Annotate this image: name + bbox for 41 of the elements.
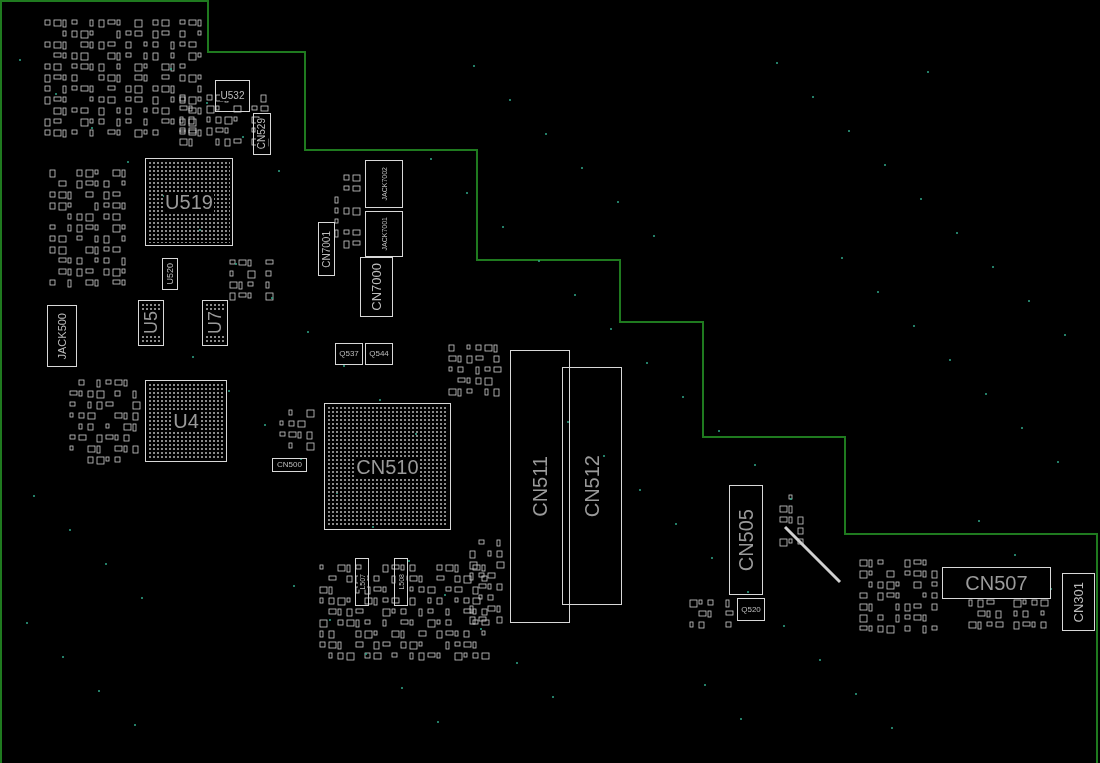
reference-designator: CN500: [276, 461, 303, 469]
connector-outline: [253, 113, 271, 155]
transistor-outline: [737, 598, 765, 621]
reference-designator: CN7001: [320, 230, 333, 268]
chip-outline: [138, 300, 164, 346]
reference-designator: U520: [164, 263, 176, 285]
bga-chip-outline: [145, 380, 227, 462]
connector-outline: [272, 458, 307, 472]
connector-outline: [1062, 573, 1095, 631]
transistor-outline: [365, 343, 393, 365]
reference-designator: CN510: [355, 456, 420, 477]
connector-outline: [318, 222, 335, 276]
socket-outline: [324, 403, 451, 530]
bga-chip-outline: [145, 158, 233, 246]
reference-designator: Q544: [368, 350, 390, 358]
reference-designator: JACK500: [55, 312, 69, 360]
reference-designator: Q520: [740, 605, 762, 614]
connector-outline: [729, 485, 763, 595]
jack-outline: [365, 160, 403, 208]
jack-outline: [47, 305, 77, 367]
connector-outline: [942, 567, 1051, 599]
jack-outline: [365, 211, 403, 257]
reference-designator: U5: [141, 311, 161, 335]
chip-outline: [162, 258, 178, 290]
reference-designator: CN301: [1071, 581, 1086, 623]
reference-designator: U7: [205, 311, 225, 335]
reference-designator: CN529: [256, 118, 268, 150]
slot-connector-outline: [562, 367, 622, 605]
inductor-outline: [355, 558, 369, 606]
inductor-outline: [394, 558, 408, 606]
reference-designator: U532: [219, 91, 246, 101]
slot-connector-outline: [510, 350, 570, 623]
chip-outline: [215, 80, 250, 112]
transistor-outline: [335, 343, 363, 365]
reference-designator: CN507: [964, 573, 1029, 593]
reference-designator: U519: [164, 192, 214, 212]
reference-designator: CN7000: [369, 263, 384, 311]
connector-outline: [360, 257, 393, 317]
reference-designator: U4: [172, 411, 200, 431]
chip-outline: [202, 300, 228, 346]
reference-designator: Q537: [338, 350, 360, 358]
